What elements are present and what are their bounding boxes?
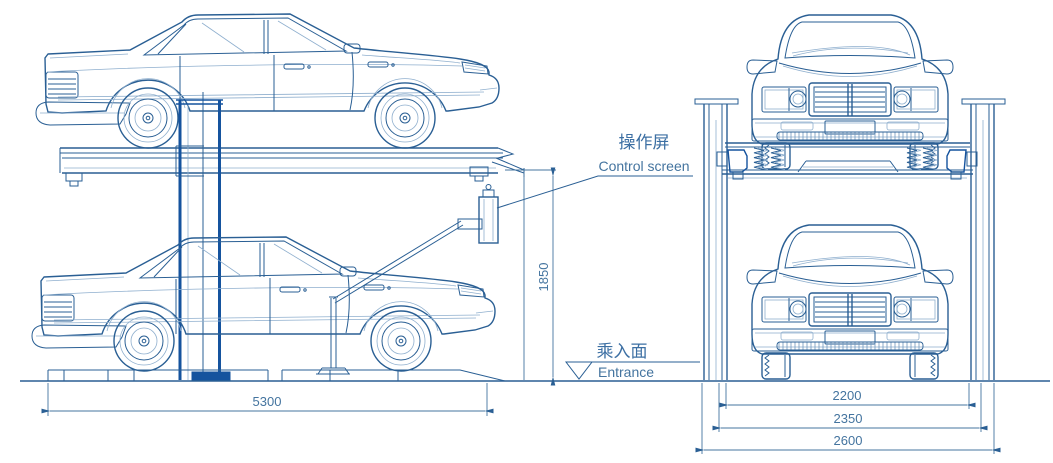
ground-ramps [47, 369, 506, 382]
lift-platform-side [59, 147, 525, 187]
car-side-lower [31, 236, 496, 372]
leader-line [496, 175, 693, 209]
dim-2200-value: 2200 [833, 388, 862, 403]
car-front-upper [746, 14, 954, 170]
control-screen-label-zh: 操作屏 [619, 133, 670, 152]
control-screen-assembly [316, 184, 499, 375]
lift-post-side [175, 92, 231, 381]
car-side-upper [35, 13, 500, 149]
side-view [31, 13, 525, 382]
dimension-5300: 5300 [41, 383, 494, 416]
dimension-2600: 2600 [695, 383, 1001, 454]
entrance-triangle-icon [564, 361, 594, 380]
entrance-label-zh: 乘入面 [597, 342, 648, 361]
dimension-2200: 2200 [719, 383, 976, 409]
dim-2350-value: 2350 [834, 411, 863, 426]
dim-5300-value: 5300 [253, 394, 282, 409]
entrance-label: 乘入面 Entrance [564, 342, 700, 380]
dim-1850-value: 1850 [536, 263, 551, 292]
car-front-lower [746, 224, 954, 380]
lift-post-front-right [961, 98, 1006, 380]
dimension-2350: 2350 [712, 383, 988, 432]
lift-post-front-left [694, 98, 739, 380]
front-view [694, 14, 1006, 380]
control-screen-label: 操作屏 Control screen [496, 133, 693, 209]
dim-2600-value: 2600 [834, 433, 863, 448]
lift-platform-front [716, 142, 978, 180]
dimensions: 5300 1850 2200 2350 2600 [41, 167, 1001, 454]
labels: 操作屏 Control screen 乘入面 Entrance [496, 133, 700, 380]
entrance-label-en: Entrance [598, 364, 654, 380]
control-screen-label-en: Control screen [598, 158, 689, 174]
dimension-1850: 1850 [505, 167, 556, 386]
